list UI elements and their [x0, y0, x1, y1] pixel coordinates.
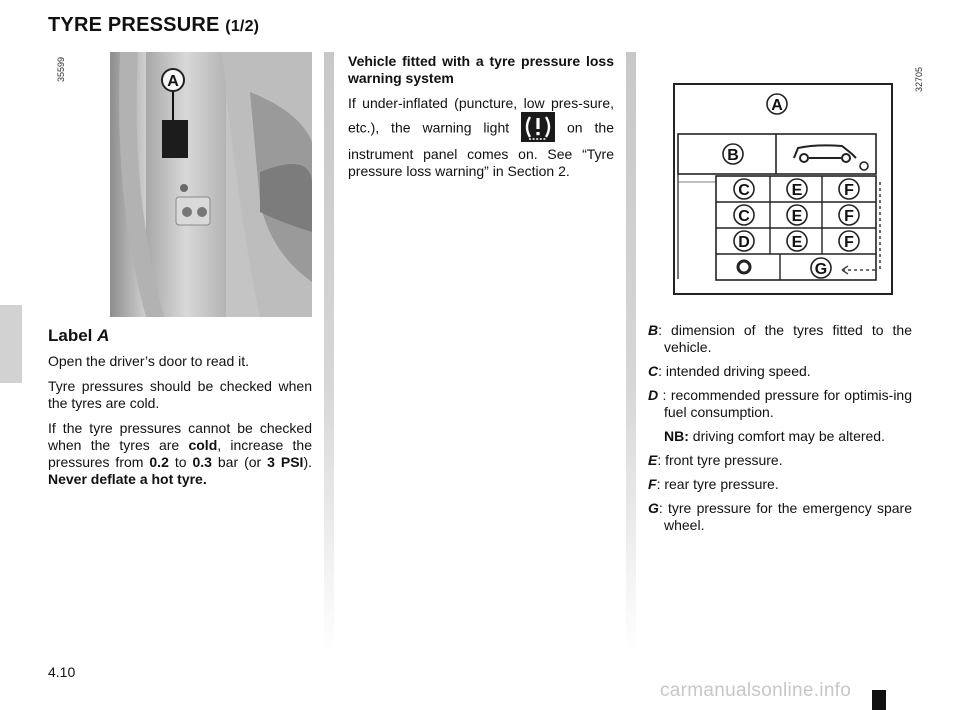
page-title: TYRE PRESSURE (1/2): [48, 14, 259, 37]
corner-mark: [872, 690, 886, 710]
diagram-callout-a: A: [771, 97, 783, 114]
title-text: TYRE PRESSURE: [48, 14, 220, 36]
label-diagram-drawing: A B C E F: [673, 83, 893, 295]
label-a-paragraph-1: Open the driver’s door to read it.: [48, 353, 250, 369]
diagram-label-g: G: [815, 261, 827, 278]
photo-callout-a: A: [167, 73, 179, 90]
diagram-cell: F: [844, 208, 854, 225]
warning-system-heading: Vehicle fitted with a tyre pressure loss…: [348, 53, 614, 86]
legend-item-c: C: intended driving speed.: [648, 363, 811, 379]
diagram-cell: F: [844, 182, 854, 199]
label-a-heading: Label A: [48, 326, 110, 345]
diagram-cell: E: [792, 208, 803, 225]
diagram-cell: F: [844, 234, 854, 251]
watermark: carmanualsonline.info: [660, 680, 852, 701]
diagram-row-2: C E F: [733, 204, 860, 226]
door-pillar-photo: A: [110, 52, 312, 317]
page-number: 4.10: [48, 664, 76, 680]
diagram-cell: C: [738, 182, 750, 199]
legend-item-f: F: rear tyre pressure.: [648, 476, 779, 492]
warning-system-section: Vehicle fitted with a tyre pressure loss…: [348, 53, 614, 188]
car-icon: [793, 144, 869, 171]
diagram-legend: B: dimension of the tyres fitted to the …: [648, 322, 912, 541]
diagram-label-b: B: [727, 147, 739, 164]
diagram-cell: D: [738, 234, 750, 251]
tyre-pressure-warning-icon: [521, 112, 556, 146]
door-photo-drawing: A: [110, 52, 312, 317]
figure-code-left: 35599: [56, 56, 66, 82]
legend-note: NB: driving comfort may be altered.: [664, 428, 885, 444]
label-a-paragraph-2: Tyre pressures should be checked when th…: [48, 378, 312, 411]
warning-system-paragraph: If under-inflated (puncture, low pres-su…: [348, 95, 614, 179]
legend-item-g: G: tyre pressure for the emergency spare…: [648, 500, 912, 533]
label-a-section: Label A Open the driver’s door to read i…: [48, 327, 312, 496]
legend-item-e: E: front tyre pressure.: [648, 452, 783, 468]
column-divider-right: [626, 52, 636, 652]
diagram-row-3: D E F: [733, 230, 860, 252]
title-part: (1/2): [225, 18, 260, 35]
diagram-row-1: C E F: [733, 178, 860, 200]
figure-code-right: 32705: [914, 66, 924, 92]
legend-item-b: B: dimension of the tyres fitted to the …: [648, 322, 912, 355]
diagram-cell: E: [792, 234, 803, 251]
diagram-cell: C: [738, 208, 750, 225]
diagram-cell: E: [792, 182, 803, 199]
label-a-sticker: [162, 120, 188, 158]
legend-item-d: D : recommended pressure for optimis-ing…: [648, 387, 912, 420]
column-divider-left: [324, 52, 334, 652]
label-diagram: A B C E F: [656, 54, 908, 304]
section-tab: [0, 305, 22, 383]
label-a-paragraph-3: If the tyre pressures cannot be checked …: [48, 420, 313, 487]
